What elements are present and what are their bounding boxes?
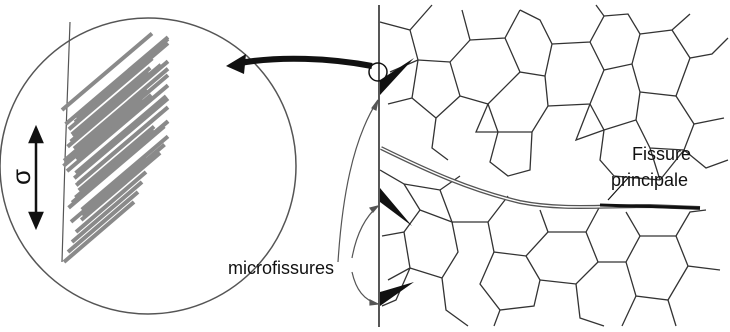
magnified-area-marker <box>369 63 387 81</box>
stress-label: σ <box>6 169 37 185</box>
main-crack-label-line1: Fissure <box>632 144 691 165</box>
main-crack-label-line2: principale <box>611 170 688 191</box>
microstructure <box>379 5 728 327</box>
microcracks-label: microfissures <box>228 258 334 279</box>
microcrack-pointers <box>338 100 378 305</box>
